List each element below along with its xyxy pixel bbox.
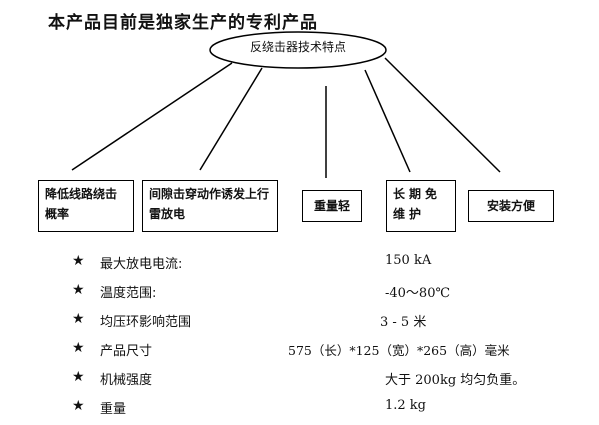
- connector-line: [71, 62, 233, 171]
- spec-value: -40～80℃: [385, 286, 451, 301]
- feature-label: 重量轻: [313, 199, 350, 213]
- spec-row: ★ 温度范围: -40～80℃: [0, 282, 599, 304]
- feature-box: 安装方便: [468, 190, 554, 222]
- page-title: 本产品目前是独家生产的专利产品: [48, 13, 318, 33]
- star-icon: ★: [72, 311, 85, 327]
- spec-value: 1.2 kg: [385, 398, 427, 413]
- feature-label: 安装方便: [486, 199, 535, 213]
- spec-row: ★ 重量 1.2 kg: [0, 398, 599, 420]
- star-icon: ★: [72, 253, 85, 269]
- spec-label: 产品尺寸: [100, 344, 153, 359]
- center-ellipse: [209, 31, 387, 69]
- spec-row: ★ 最大放电电流: 150 kA: [0, 253, 599, 275]
- feature-box: 间隙击穿动作诱发上行雷放电: [142, 180, 278, 232]
- feature-label: 间隙击穿动作诱发上行雷放电: [149, 187, 270, 221]
- spec-row: ★ 均压环影响范围 3 - 5 米: [0, 311, 599, 333]
- spec-label: 温度范围:: [100, 286, 157, 301]
- star-icon: ★: [72, 282, 85, 298]
- spec-label: 均压环影响范围: [100, 315, 192, 330]
- feature-label: 长期免维护: [393, 187, 442, 221]
- spec-label: 机械强度: [100, 373, 153, 388]
- feature-box: 重量轻: [302, 190, 362, 222]
- star-icon: ★: [72, 340, 85, 356]
- spec-label: 重量: [100, 402, 127, 417]
- connector-line: [199, 67, 263, 171]
- feature-box: 降低线路绕击概率: [38, 180, 134, 232]
- spec-row: ★ 产品尺寸 575（长）*125（宽）*265（高）毫米: [0, 340, 599, 362]
- center-label: 反绕击器技术特点: [249, 40, 346, 54]
- spec-label: 最大放电电流:: [100, 257, 183, 272]
- spec-value: 大于 200kg 均匀负重。: [385, 373, 526, 388]
- connector-line: [384, 57, 501, 173]
- star-icon: ★: [72, 398, 85, 414]
- spec-row: ★ 机械强度 大于 200kg 均匀负重。: [0, 369, 599, 391]
- connector-line: [364, 69, 411, 173]
- spec-value: 3 - 5 米: [380, 315, 427, 330]
- feature-label: 降低线路绕击概率: [45, 187, 118, 221]
- spec-value: 575（长）*125（宽）*265（高）毫米: [288, 343, 510, 358]
- star-icon: ★: [72, 369, 85, 385]
- feature-box: 长期免维护: [386, 180, 456, 232]
- spec-value: 150 kA: [385, 253, 432, 268]
